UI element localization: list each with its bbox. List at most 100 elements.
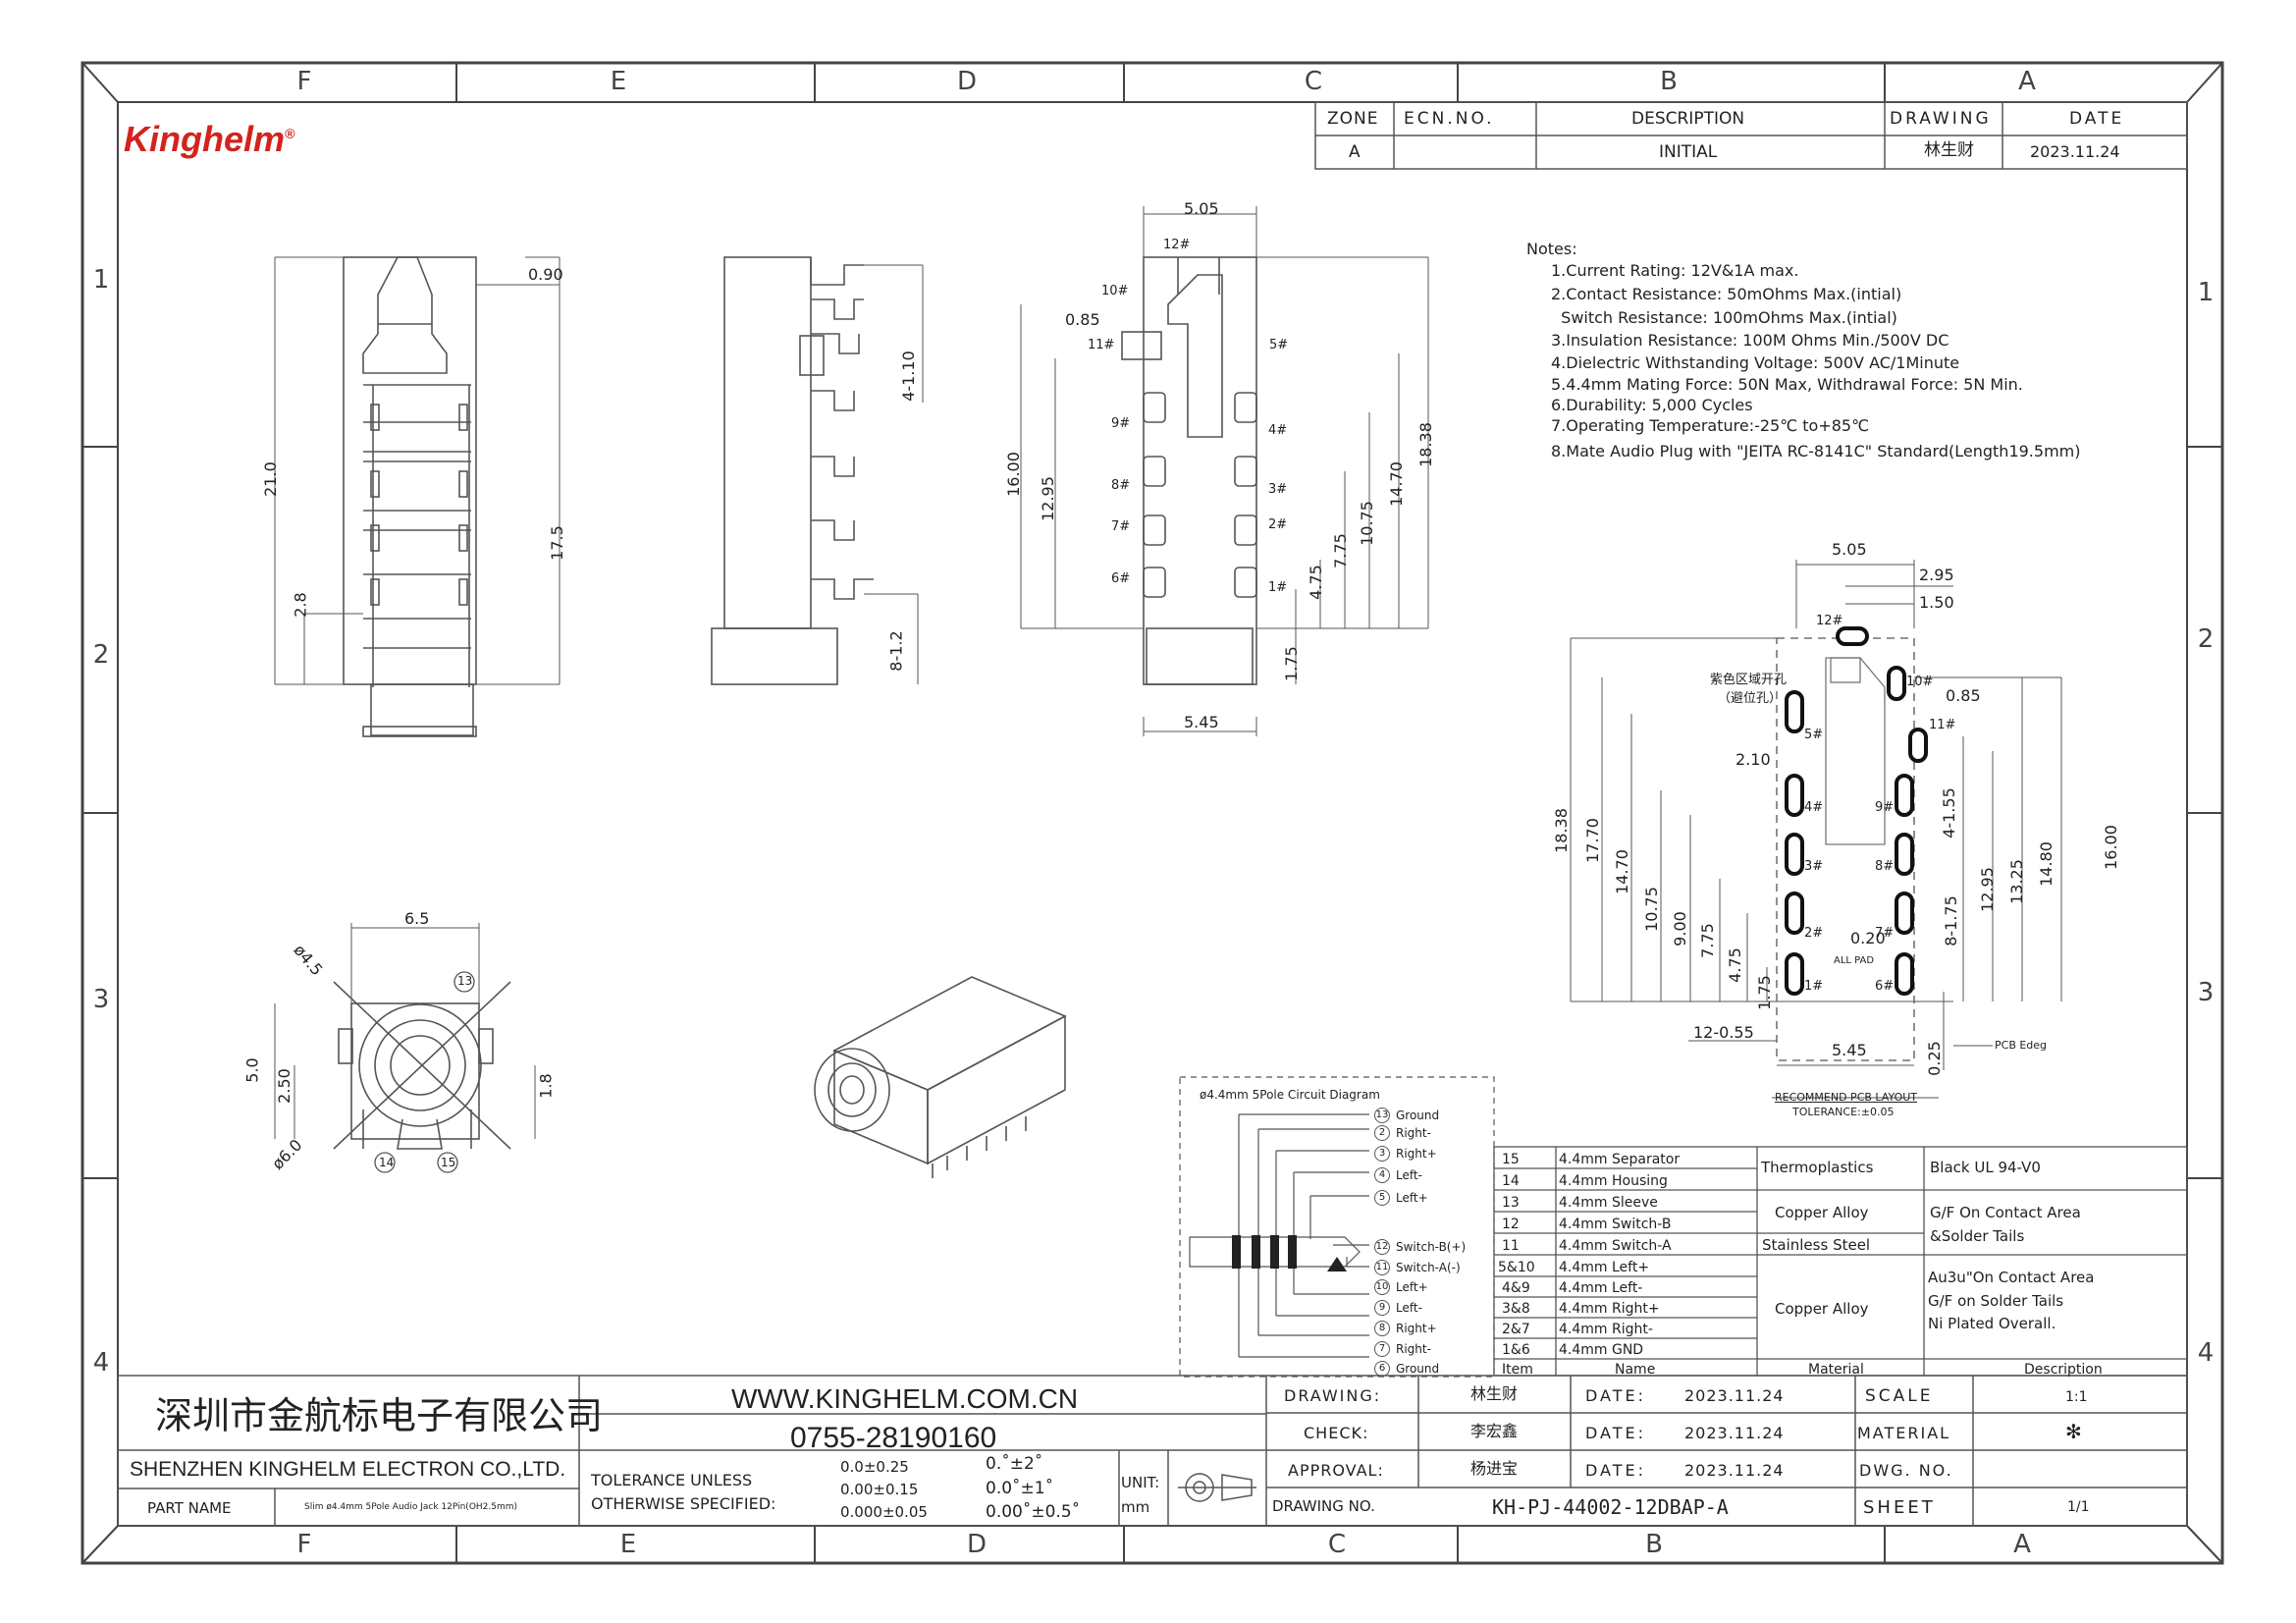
date-value-2: 2023.11.24 bbox=[1684, 1424, 1785, 1442]
view3-pin-5: 5# bbox=[1269, 338, 1289, 352]
pcb-dim-12-0.55: 12-0.55 bbox=[1693, 1023, 1754, 1042]
circuit-upper-3-label: Right+ bbox=[1396, 1147, 1437, 1161]
pcb-layout-tolerance: TOLERANCE:±0.05 bbox=[1792, 1106, 1895, 1118]
pcb-dim-0.25: 0.25 bbox=[1924, 1041, 1944, 1076]
logo-text: Kinghelm bbox=[124, 119, 286, 159]
zone-label-top-b: B bbox=[1660, 67, 1678, 96]
part-name-value: Slim ø4.4mm 5Pole Audio Jack 12Pin(OH2.5… bbox=[304, 1502, 518, 1512]
zone-label-top-c: C bbox=[1304, 67, 1323, 96]
view3-pin-11: 11# bbox=[1088, 338, 1115, 352]
view3-pin-6: 6# bbox=[1111, 571, 1131, 586]
sheet-label: SHEET bbox=[1863, 1497, 1936, 1518]
unit-label: UNIT: bbox=[1121, 1474, 1160, 1491]
view3-dim-10.75: 10.75 bbox=[1357, 501, 1376, 546]
rev-header-date: DATE bbox=[2069, 109, 2125, 129]
front-callout-14: 14 bbox=[379, 1156, 395, 1169]
bom-row-item: 4&9 bbox=[1502, 1280, 1530, 1296]
circuit-upper-1-num: 13 bbox=[1374, 1108, 1390, 1123]
date-label-1: DATE: bbox=[1585, 1386, 1647, 1405]
note-2b: Switch Resistance: 100mOhms Max.(intial) bbox=[1551, 308, 1897, 327]
pcb-dim-14.70: 14.70 bbox=[1612, 849, 1631, 894]
circuit-lower-5-label: Right+ bbox=[1396, 1322, 1437, 1335]
circuit-lower-5-num: 8 bbox=[1374, 1321, 1390, 1336]
pcb-note-cn-2: （避位孔） bbox=[1718, 691, 1783, 706]
date-value-3: 2023.11.24 bbox=[1684, 1461, 1785, 1480]
note-7: 7.Operating Temperature:-25℃ to+85℃ bbox=[1551, 416, 1870, 435]
date-label-2: DATE: bbox=[1585, 1424, 1647, 1442]
rev-header-description: DESCRIPTION bbox=[1631, 109, 1745, 129]
bom-header-description: Description bbox=[2024, 1362, 2103, 1378]
pcb-pin-4: 4# bbox=[1804, 800, 1824, 815]
view3-pin-8: 8# bbox=[1111, 478, 1131, 493]
pcb-dim-5.45: 5.45 bbox=[1832, 1041, 1867, 1059]
bom-material-copper-1: Copper Alloy bbox=[1775, 1204, 1869, 1221]
pcb-dim-1.50: 1.50 bbox=[1919, 593, 1954, 612]
bom-desc-5: G/F on Solder Tails bbox=[1928, 1292, 2064, 1310]
pcb-pin-3: 3# bbox=[1804, 859, 1824, 874]
zone-label-right-4: 4 bbox=[2197, 1338, 2215, 1368]
view3-dim-14.70: 14.70 bbox=[1386, 461, 1406, 507]
front-callout-15: 15 bbox=[441, 1156, 456, 1169]
bom-row-name: 4.4mm Right+ bbox=[1559, 1301, 1660, 1317]
bom-row-name: 4.4mm Sleeve bbox=[1559, 1195, 1658, 1211]
front-dim-6.5: 6.5 bbox=[404, 909, 430, 928]
pcb-dim-14.80: 14.80 bbox=[2036, 841, 2056, 887]
bom-material-copper-2: Copper Alloy bbox=[1775, 1300, 1869, 1318]
circuit-lower-4-num: 9 bbox=[1374, 1300, 1390, 1316]
pcb-dim-9.00: 9.00 bbox=[1670, 911, 1689, 947]
view1-dim-21.0: 21.0 bbox=[260, 461, 280, 497]
pcb-dim-1.75: 1.75 bbox=[1754, 975, 1774, 1010]
bom-row-item: 2&7 bbox=[1502, 1322, 1530, 1337]
bom-row-item: 5&10 bbox=[1498, 1260, 1535, 1275]
company-website: WWW.KINGHELM.COM.CN bbox=[731, 1383, 1079, 1414]
circuit-lower-6-label: Right- bbox=[1396, 1342, 1431, 1356]
zone-label-bottom-a: A bbox=[2013, 1530, 2031, 1559]
pcb-all-pad: ALL PAD bbox=[1834, 955, 1875, 966]
bom-row-item: 13 bbox=[1502, 1195, 1520, 1211]
pcb-pin-2: 2# bbox=[1804, 926, 1824, 941]
view3-pin-3: 3# bbox=[1268, 482, 1288, 497]
circuit-upper-1-label: Ground bbox=[1396, 1109, 1440, 1122]
bom-row-item: 1&6 bbox=[1502, 1342, 1530, 1358]
pcb-dim-0.85: 0.85 bbox=[1946, 686, 1981, 705]
zone-label-left-1: 1 bbox=[92, 265, 110, 295]
view3-dim-16.00: 16.00 bbox=[1003, 452, 1023, 497]
bom-row-name: 4.4mm Separator bbox=[1559, 1152, 1681, 1167]
bom-desc-6: Ni Plated Overall. bbox=[1928, 1315, 2056, 1332]
view3-dim-5.45: 5.45 bbox=[1184, 713, 1219, 731]
circuit-upper-5-num: 5 bbox=[1374, 1190, 1390, 1206]
tol-linear-2: 0.00±0.15 bbox=[840, 1481, 919, 1498]
view2-dim-8-1.2: 8-1.2 bbox=[886, 630, 906, 672]
pcb-pin-5: 5# bbox=[1804, 728, 1824, 742]
view3-pin-1: 1# bbox=[1268, 580, 1288, 595]
bom-desc-4: Au3u"On Contact Area bbox=[1928, 1269, 2095, 1286]
bom-row-item: 11 bbox=[1502, 1238, 1520, 1254]
registered-mark: ® bbox=[285, 126, 295, 141]
circuit-lower-1-label: Switch-B(+) bbox=[1396, 1240, 1467, 1254]
approval-label: APPROVAL: bbox=[1288, 1461, 1384, 1480]
pcb-pin-1: 1# bbox=[1804, 979, 1824, 994]
bom-row-name: 4.4mm Left+ bbox=[1559, 1260, 1650, 1275]
pcb-pin-11: 11# bbox=[1929, 718, 1956, 732]
company-name-en: SHENZHEN KINGHELM ELECTRON CO.,LTD. bbox=[130, 1458, 566, 1481]
material-label: MATERIAL bbox=[1857, 1424, 1951, 1442]
bom-header-item: Item bbox=[1502, 1362, 1533, 1378]
bom-row-name: 4.4mm Switch-B bbox=[1559, 1217, 1672, 1232]
bom-row-name: 4.4mm GND bbox=[1559, 1342, 1644, 1358]
pcb-dim-12.95: 12.95 bbox=[1977, 867, 1997, 912]
circuit-lower-3-label: Left+ bbox=[1396, 1280, 1428, 1294]
tol-angle-3: 0.00˚±0.5˚ bbox=[986, 1502, 1081, 1522]
pcb-dim-17.70: 17.70 bbox=[1582, 818, 1602, 863]
front-callout-13: 13 bbox=[457, 974, 473, 988]
view3-dim-5.05: 5.05 bbox=[1184, 199, 1219, 218]
front-dim-2.50: 2.50 bbox=[274, 1068, 294, 1104]
view3-dim-4.75: 4.75 bbox=[1306, 565, 1325, 600]
zone-label-bottom-f: F bbox=[296, 1530, 312, 1559]
view2-dim-4-1.10: 4-1.10 bbox=[898, 351, 918, 402]
zone-label-right-1: 1 bbox=[2197, 278, 2215, 307]
view1-dim-17.5: 17.5 bbox=[547, 525, 566, 561]
circuit-lower-3-num: 10 bbox=[1374, 1279, 1390, 1295]
bom-row-name: 4.4mm Housing bbox=[1559, 1173, 1668, 1189]
pcb-dim-16.00: 16.00 bbox=[2101, 825, 2120, 870]
view3-pin-10: 10# bbox=[1101, 284, 1129, 298]
